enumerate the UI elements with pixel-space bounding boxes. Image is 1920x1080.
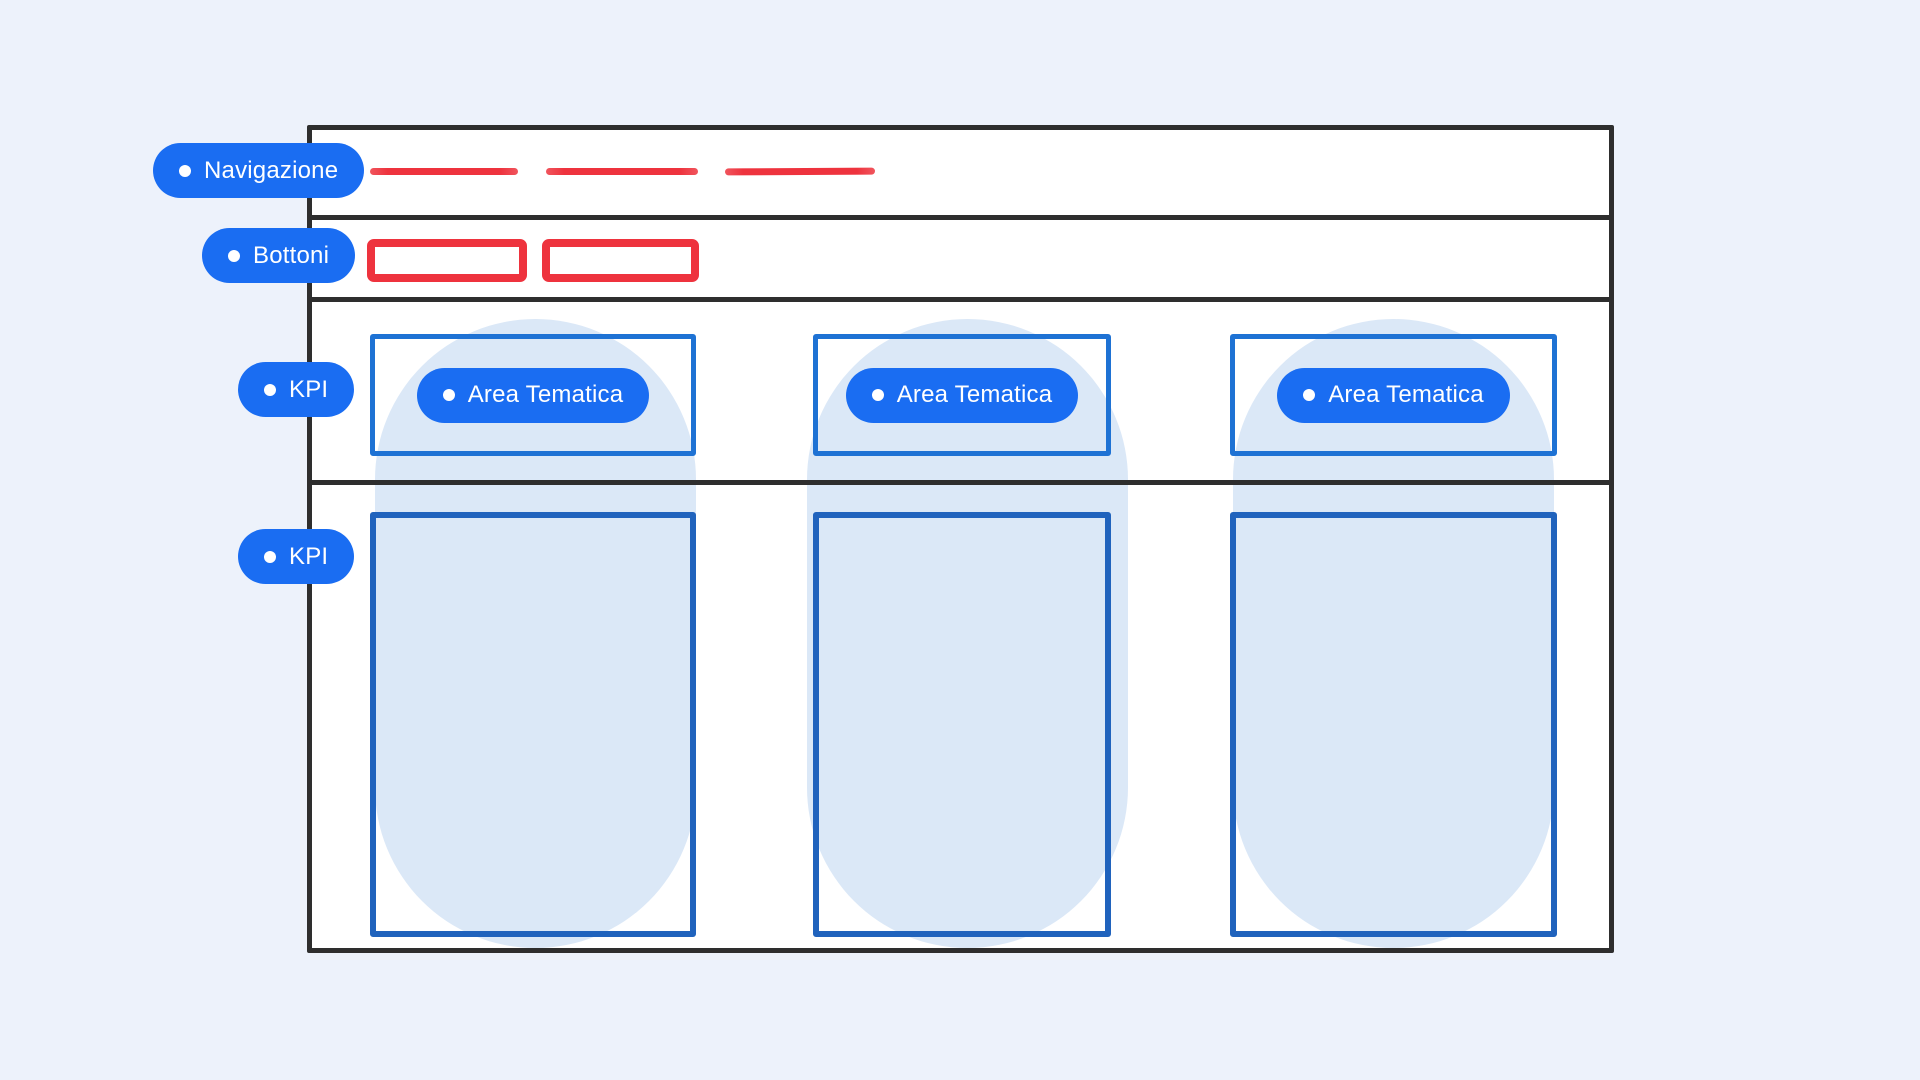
highlight-blob — [375, 319, 696, 948]
kpi-annotation-label: KPI — [289, 375, 329, 403]
bullet-icon — [1303, 389, 1316, 401]
area-card-outline: Area Tematica — [370, 334, 696, 456]
kpi-card-outline — [1230, 512, 1557, 937]
bullet-icon — [264, 383, 276, 396]
bullet-icon — [264, 550, 276, 563]
highlight-blob — [807, 319, 1128, 948]
button-placeholder[interactable] — [367, 239, 527, 282]
kpi-annotation-pill[interactable]: KPI — [238, 529, 355, 584]
kpi-annotation-pill[interactable]: KPI — [238, 362, 355, 417]
button-placeholder[interactable] — [542, 239, 699, 282]
bullet-icon — [179, 164, 191, 177]
row-divider — [307, 297, 1614, 302]
nav-link-placeholder — [546, 168, 698, 175]
row-divider — [307, 215, 1614, 220]
nav-link-placeholder — [370, 168, 518, 175]
area-card-outline: Area Tematica — [813, 334, 1111, 456]
kpi-annotation-label: KPI — [289, 542, 329, 570]
area-card-outline: Area Tematica — [1230, 334, 1557, 456]
buttons-annotation-label: Bottoni — [253, 241, 330, 269]
bullet-icon — [871, 389, 884, 401]
kpi-card-outline — [370, 512, 696, 937]
buttons-annotation-pill[interactable]: Bottoni — [202, 228, 356, 283]
area-tematica-pill[interactable]: Area Tematica — [1277, 367, 1510, 423]
kpi-card-outline — [813, 512, 1111, 937]
nav-link-placeholder — [724, 167, 876, 176]
highlight-blob — [1233, 319, 1554, 948]
navigation-annotation-pill[interactable]: Navigazione — [153, 143, 365, 198]
area-tematica-pill[interactable]: Area Tematica — [416, 367, 650, 423]
area-tematica-label: Area Tematica — [896, 381, 1053, 408]
area-tematica-label: Area Tematica — [1328, 381, 1484, 408]
area-tematica-pill[interactable]: Area Tematica — [845, 367, 1079, 423]
bullet-icon — [442, 389, 455, 401]
navigation-annotation-label: Navigazione — [204, 156, 339, 184]
wireframe-frame: Area Tematica Area Tematica Area Tematic… — [307, 125, 1614, 953]
area-tematica-label: Area Tematica — [467, 381, 624, 408]
bullet-icon — [228, 249, 240, 262]
row-divider — [307, 480, 1614, 485]
